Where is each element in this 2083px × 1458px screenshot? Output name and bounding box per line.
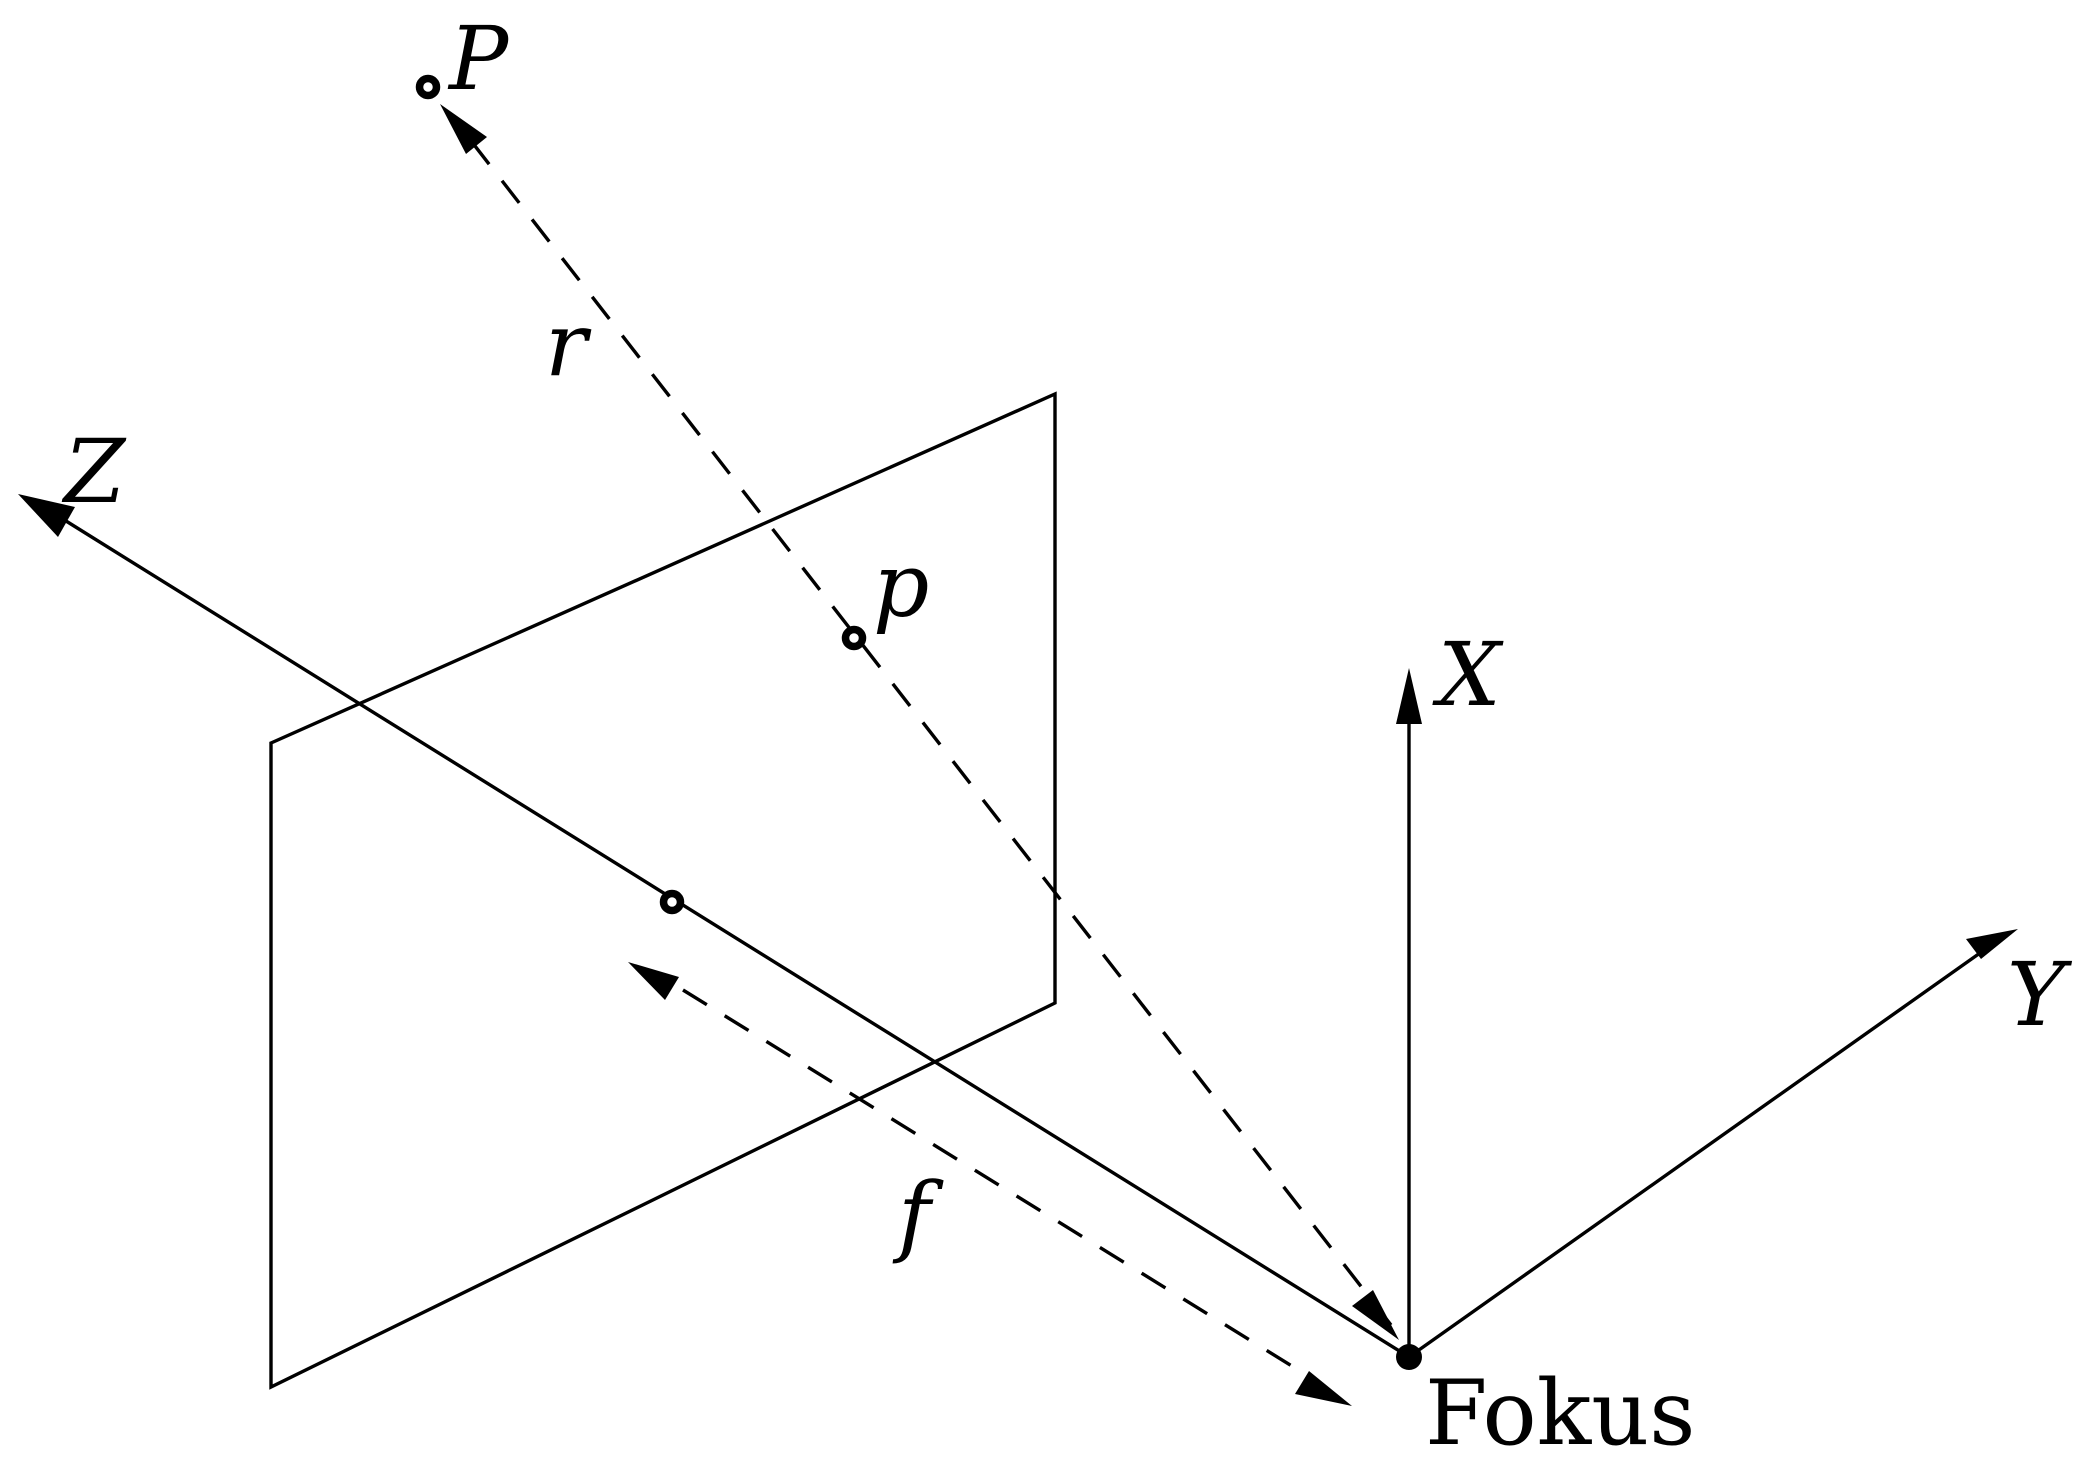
- world-point-p-marker: [415, 74, 441, 100]
- x-axis-label: X: [1432, 623, 1504, 726]
- y-axis-arrowhead: [1966, 929, 2018, 959]
- ray-r-line: [466, 135, 1393, 1327]
- focal-length-arrowhead-start: [628, 962, 679, 1000]
- ray-r-label: r: [545, 293, 592, 396]
- z-axis-line: [56, 514, 1411, 1359]
- ray-r-arrowhead-focus: [1352, 1290, 1399, 1340]
- y-axis-line: [1407, 951, 1982, 1359]
- image-point-p-marker: [841, 625, 867, 651]
- focus-label: Fokus: [1425, 1361, 1695, 1458]
- z-axis-arrowhead: [18, 494, 75, 537]
- image-point-label: p: [873, 534, 929, 637]
- z-axis-label: Z: [61, 420, 127, 523]
- image-plane: [269, 391, 1057, 1390]
- focal-length-line: [682, 988, 1301, 1373]
- ray-r-arrowhead-p: [440, 104, 487, 154]
- principal-point-marker: [659, 889, 685, 915]
- focal-length-label: f: [892, 1163, 944, 1266]
- y-axis-label: Y: [2007, 943, 2073, 1046]
- x-axis-arrowhead: [1396, 668, 1422, 724]
- focal-length-arrowhead-end: [1295, 1371, 1352, 1406]
- world-point-label: P: [447, 7, 510, 110]
- focus-point-marker: [1396, 1344, 1422, 1370]
